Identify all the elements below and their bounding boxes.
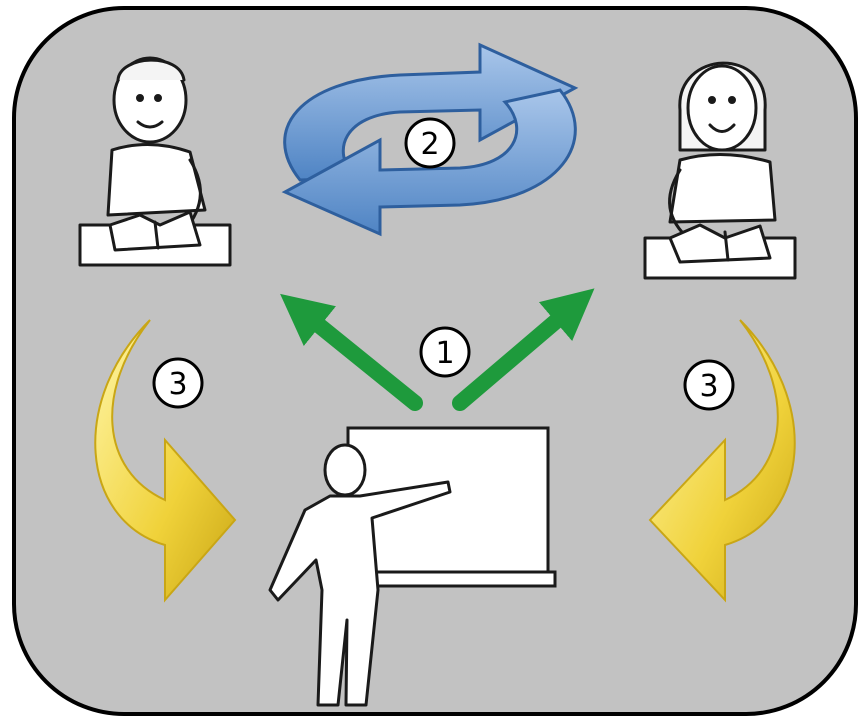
curved-arrow-icon bbox=[648, 319, 796, 603]
svg-text:2: 2 bbox=[420, 127, 439, 162]
step-badge-3-right: 3 bbox=[683, 359, 735, 411]
teacher-figure bbox=[268, 443, 452, 707]
svg-text:3: 3 bbox=[699, 369, 718, 404]
curved-arrow-icon bbox=[94, 319, 237, 603]
student-figure-right bbox=[643, 61, 797, 280]
student-head bbox=[686, 64, 758, 152]
step-badge-2: 2 bbox=[404, 117, 456, 169]
student-figure-left bbox=[78, 56, 232, 267]
arrow-up-icon bbox=[452, 288, 595, 411]
step-badge-3-left: 3 bbox=[152, 357, 204, 409]
teacher-head bbox=[323, 443, 367, 497]
refresh-cycle-icon bbox=[281, 42, 579, 237]
arrow-up-icon bbox=[280, 293, 423, 411]
svg-text:3: 3 bbox=[168, 367, 187, 402]
svg-text:1: 1 bbox=[435, 336, 454, 371]
step-badge-1: 1 bbox=[419, 326, 471, 378]
green-arrows bbox=[280, 288, 595, 411]
